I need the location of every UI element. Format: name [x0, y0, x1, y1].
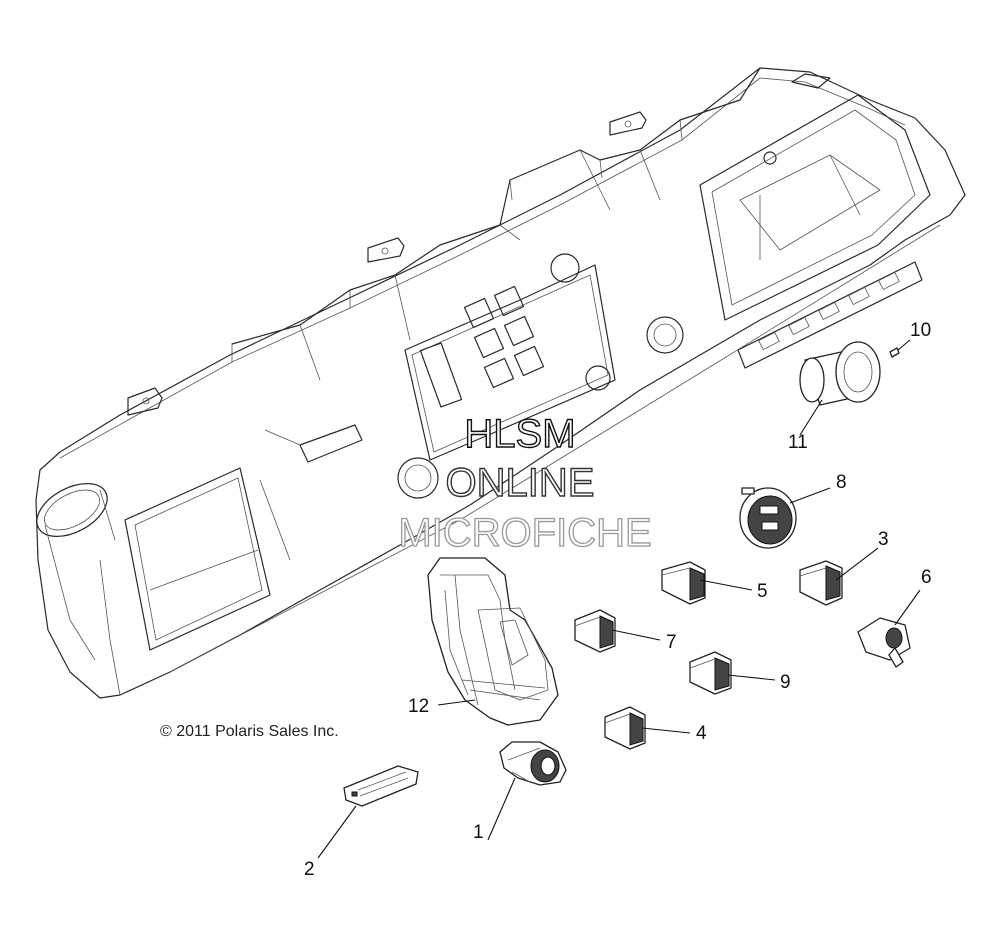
part-5-rocker-switch — [661, 561, 706, 605]
watermark: HLSM ONLINE MICROFICHE — [398, 411, 653, 555]
part-1-ignition-switch — [499, 741, 567, 786]
callout-10: 10 — [910, 320, 931, 341]
part-8-usb-port — [739, 487, 797, 549]
watermark-line-3: MICROFICHE — [398, 511, 651, 555]
leader-lines — [317, 339, 921, 859]
watermark-line-1: HLSM — [464, 412, 575, 456]
part-6-power-outlet — [857, 617, 911, 668]
part-9-rocker-switch — [689, 651, 732, 695]
part-3-rocker-switch — [799, 560, 843, 606]
callout-9: 9 — [780, 672, 791, 693]
part-2-gear-indicator — [343, 765, 419, 807]
dashboard-assembly — [35, 67, 966, 699]
callout-4: 4 — [696, 723, 707, 744]
part-10-screw — [889, 347, 900, 358]
callout-8: 8 — [836, 472, 847, 493]
watermark-line-2: ONLINE — [446, 461, 595, 505]
callout-2: 2 — [304, 859, 315, 880]
callout-3: 3 — [878, 529, 889, 550]
part-12-shifter-boot — [427, 557, 559, 726]
callout-7: 7 — [666, 632, 677, 653]
callout-11: 11 — [788, 432, 808, 453]
part-11-sleeve — [799, 341, 881, 406]
callout-1: 1 — [473, 822, 484, 843]
callout-6: 6 — [921, 567, 932, 588]
callout-12: 12 — [408, 696, 429, 717]
callout-5: 5 — [757, 581, 768, 602]
copyright-notice: © 2011 Polaris Sales Inc. — [160, 723, 339, 740]
part-4-rocker-switch — [604, 706, 646, 750]
part-7-rocker-switch — [574, 609, 616, 653]
